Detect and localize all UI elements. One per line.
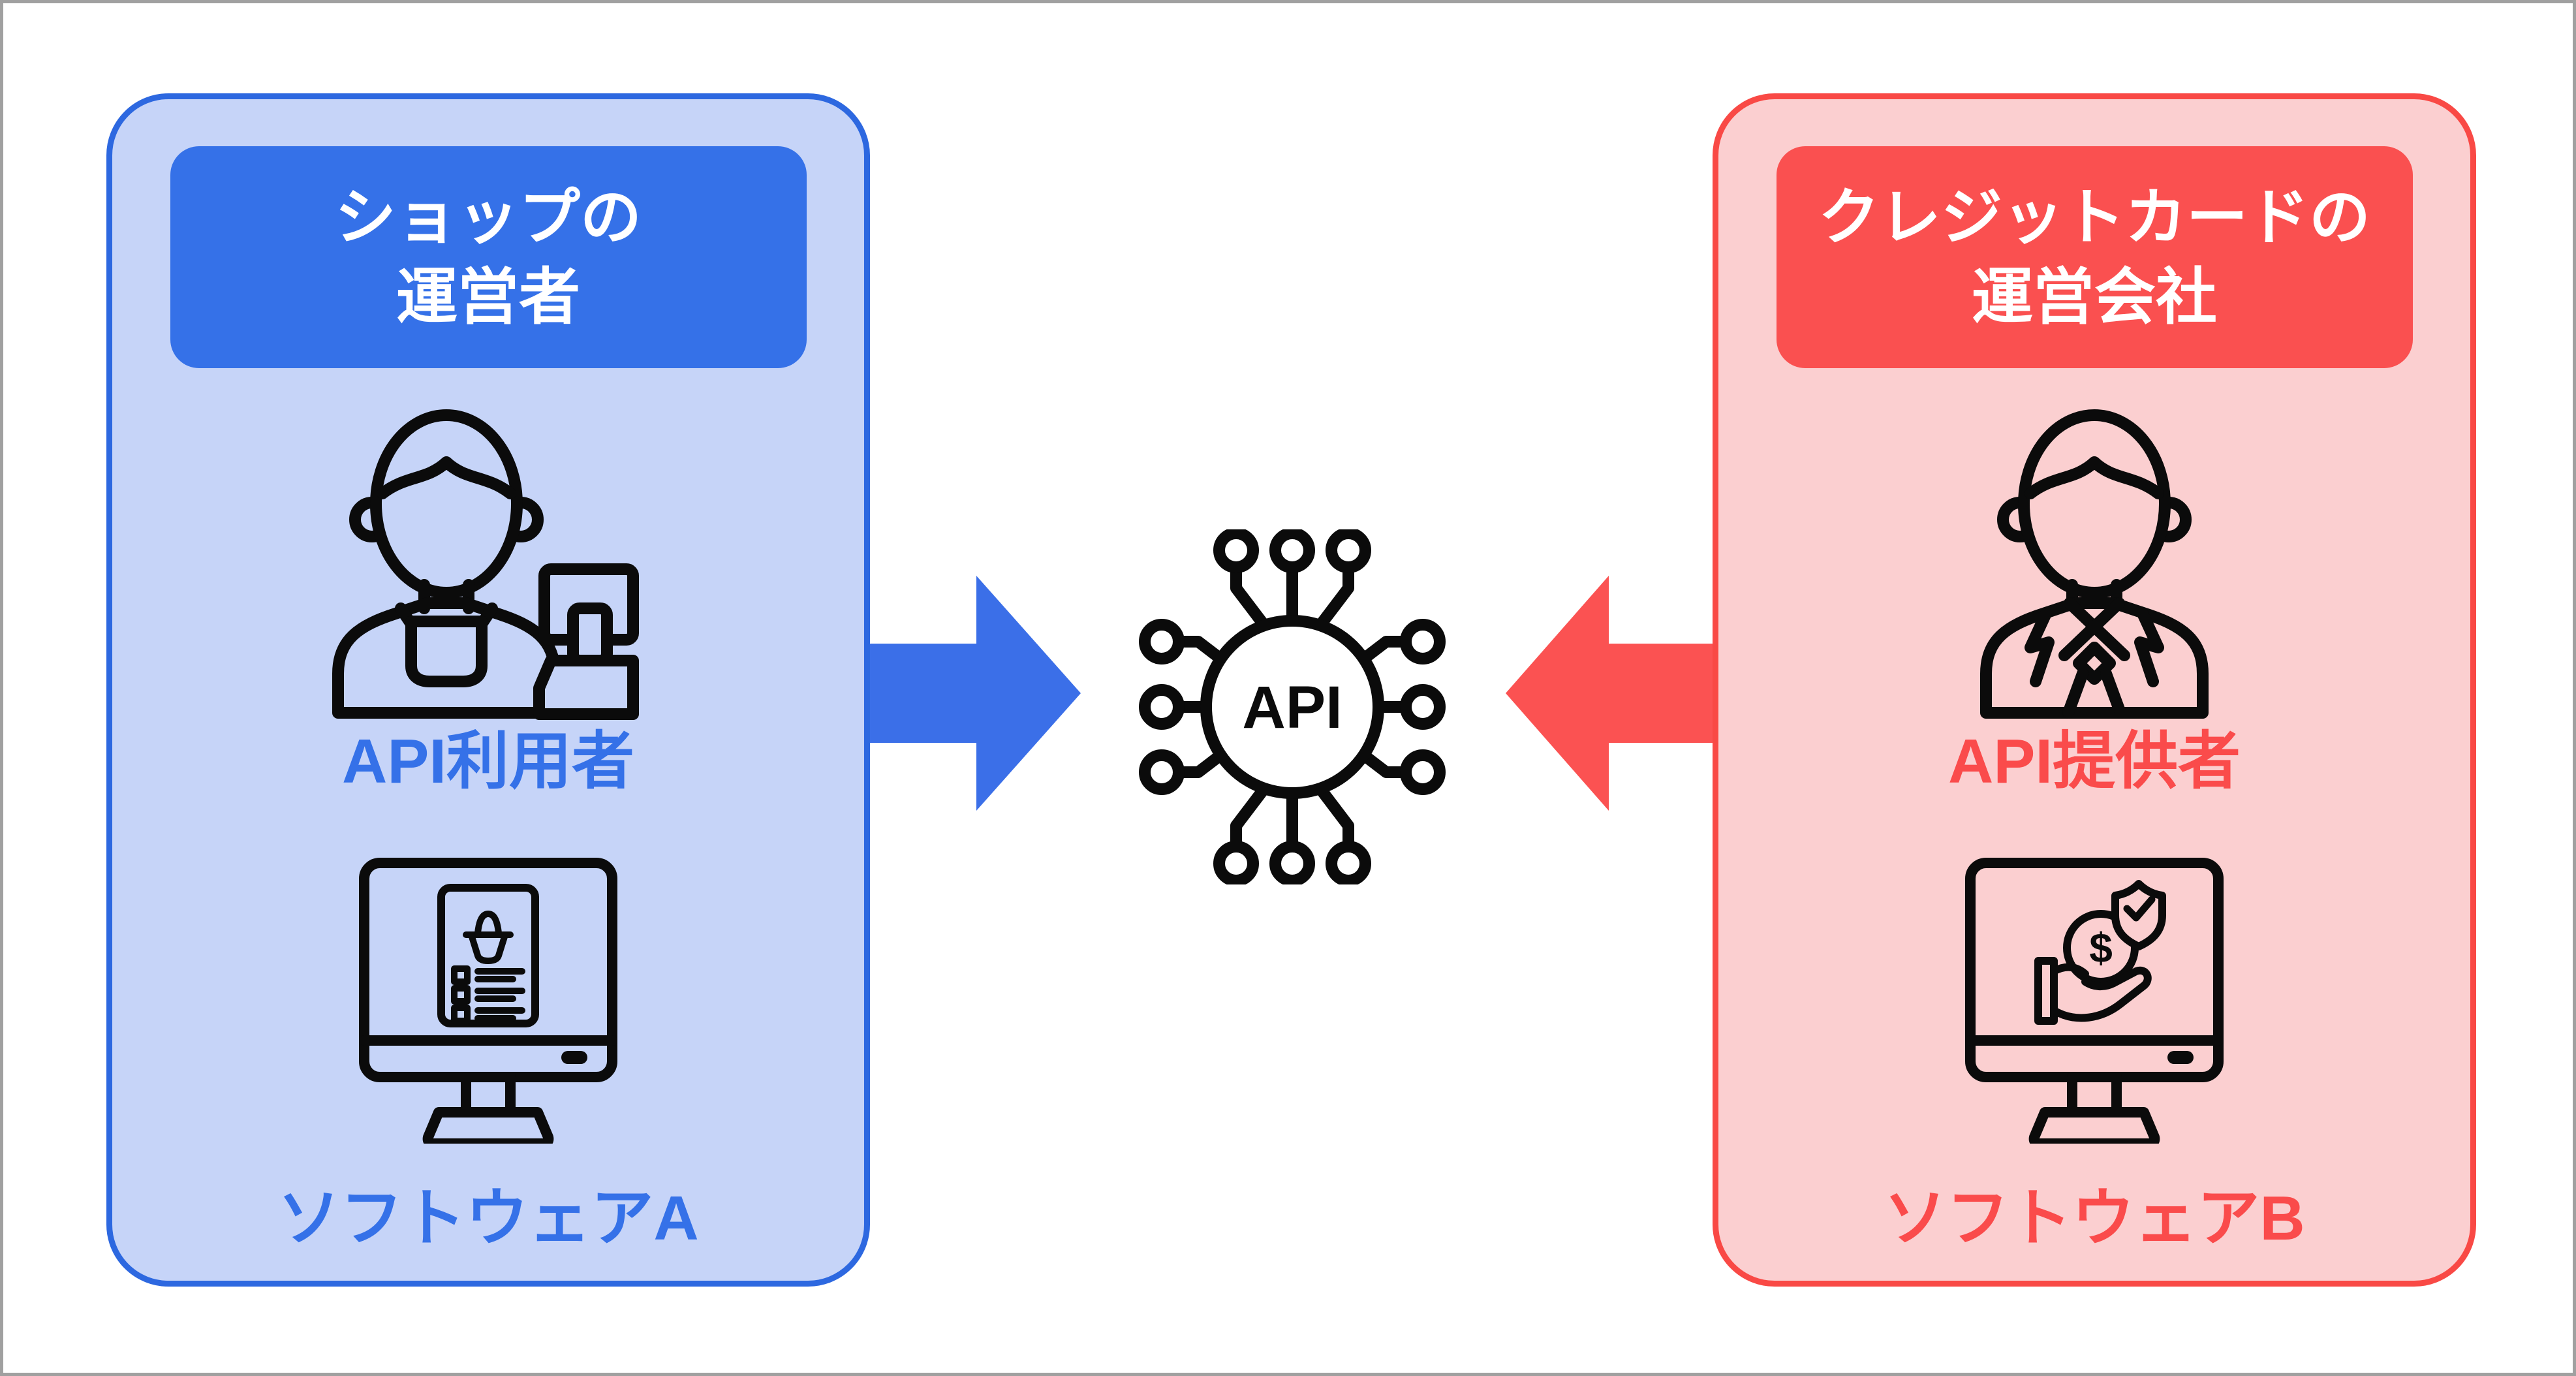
monitor-order-list-icon [358, 856, 619, 1144]
software-a-label: ソフトウェアA [277, 1183, 699, 1254]
shop-operator-panel: ショップの 運営者 [106, 93, 870, 1287]
shop-operator-header-line1: ショップの [334, 182, 642, 251]
card-company-header-line2: 運営会社 [1971, 262, 2217, 331]
api-label: API [1242, 674, 1342, 741]
api-hub-icon: API [1123, 529, 1462, 884]
businessman-icon [1931, 384, 2258, 721]
arrow-shop-to-api [870, 576, 1081, 811]
card-company-header-line1: クレジットカードの [1818, 182, 2370, 251]
shop-operator-header: ショップの 運営者 [170, 146, 807, 368]
card-company-header: クレジットカードの 運営会社 [1776, 146, 2413, 368]
shop-clerk-with-cash-register-icon [325, 384, 651, 721]
monitor-payment-security-icon: $ [1964, 856, 2225, 1144]
shop-operator-header-line2: 運営者 [396, 262, 580, 331]
dollar-symbol: $ [2089, 924, 2113, 971]
card-company-panel: クレジットカードの 運営会社 [1713, 93, 2476, 1287]
api-provider-label: API提供者 [1948, 727, 2241, 796]
api-user-label: API利用者 [341, 727, 635, 796]
arrow-card-company-to-api [1506, 576, 1713, 811]
software-b-label: ソフトウェアB [1884, 1183, 2305, 1254]
